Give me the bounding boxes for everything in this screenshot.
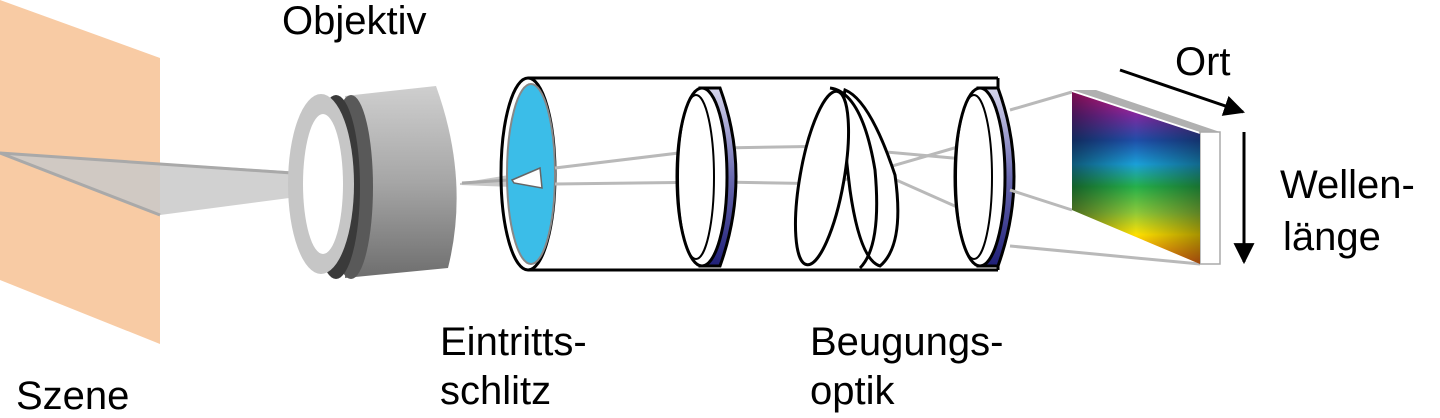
label-beugungs-line2: optik: [810, 369, 895, 413]
label-wellen-line1: Wellen-: [1280, 163, 1415, 207]
label-beugungs-line1: Beugungs-: [810, 320, 1003, 364]
label-objektiv: Objektiv: [282, 0, 427, 43]
sensor-rays: [1009, 90, 1201, 266]
label-wellen-line2: länge: [1283, 215, 1381, 259]
label-ort: Ort: [1175, 40, 1231, 84]
label-eintritts-line2: schlitz: [440, 369, 551, 413]
collimator-lens: [675, 86, 738, 268]
scene-ray-lower: [0, 151, 161, 217]
detector-spectrum: [1072, 90, 1221, 265]
entrance-slit-disk: [499, 76, 557, 272]
internal-rays: [554, 140, 976, 217]
scene-beam: [0, 153, 350, 215]
label-eintritts-line1: Eintritts-: [440, 320, 587, 364]
camera-lens: [953, 86, 1016, 268]
diffraction-optic: [793, 86, 900, 270]
spectrometer-tube: [528, 76, 1000, 272]
slit: [510, 166, 543, 189]
objective-lens: [288, 86, 457, 279]
ort-arrow: [1119, 68, 1245, 116]
label-szene: Szene: [16, 374, 129, 418]
